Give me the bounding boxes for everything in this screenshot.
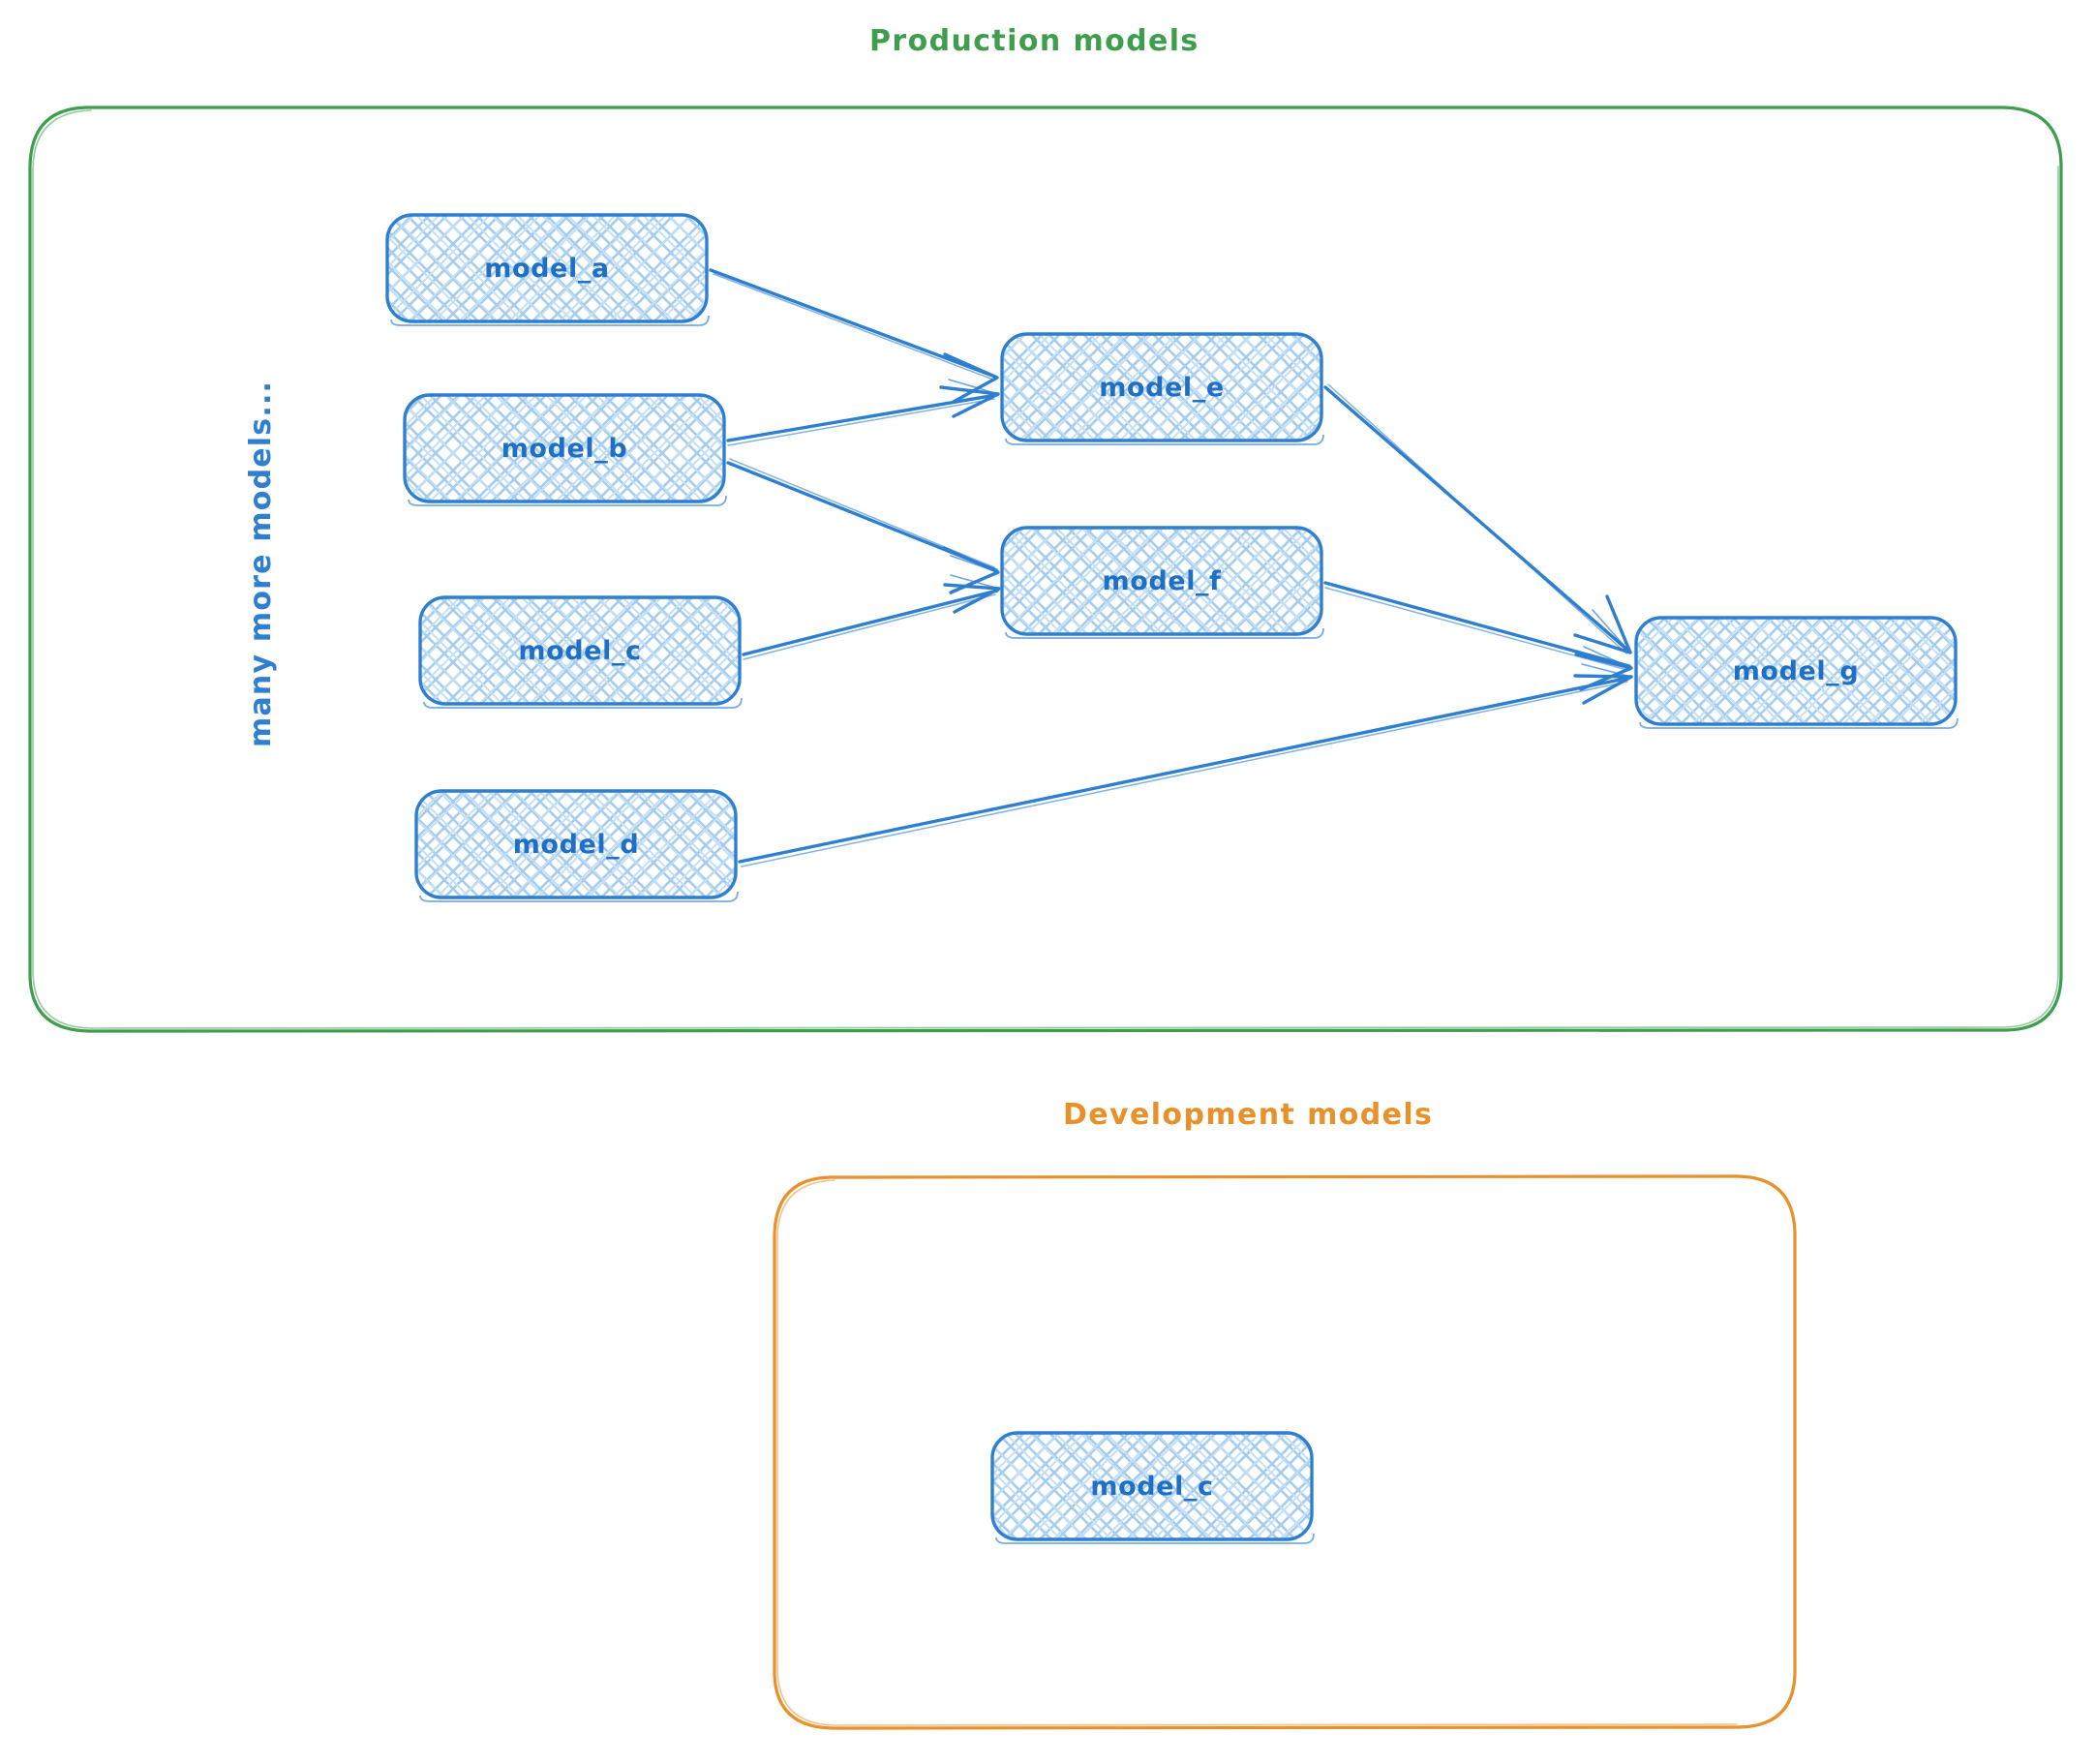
node-model_f[interactable]: [1000, 526, 1324, 639]
node-layer: [385, 213, 1958, 1544]
node-model_e[interactable]: [1000, 332, 1324, 445]
node-model_g[interactable]: [1634, 616, 1958, 729]
node-model_b[interactable]: [403, 393, 727, 506]
node-model_a[interactable]: [385, 213, 710, 326]
group-container-production: [28, 106, 2063, 1033]
node-model_c-development[interactable]: [990, 1431, 1315, 1544]
edge-layer: [709, 268, 1633, 867]
edge-model_b-to-model_f: [726, 458, 1000, 594]
node-model_d[interactable]: [414, 789, 739, 902]
edge-model_c-to-model_f: [742, 574, 1001, 660]
edge-model_e-to-model_g: [1323, 383, 1632, 654]
edge-model_a-to-model_e: [709, 268, 999, 404]
group-container-development: [773, 1174, 1797, 1730]
edge-model_b-to-model_e: [726, 379, 1000, 446]
node-model_c-production[interactable]: [418, 595, 743, 709]
edge-model_f-to-model_g: [1323, 581, 1633, 691]
edge-model_d-to-model_g: [738, 663, 1633, 867]
